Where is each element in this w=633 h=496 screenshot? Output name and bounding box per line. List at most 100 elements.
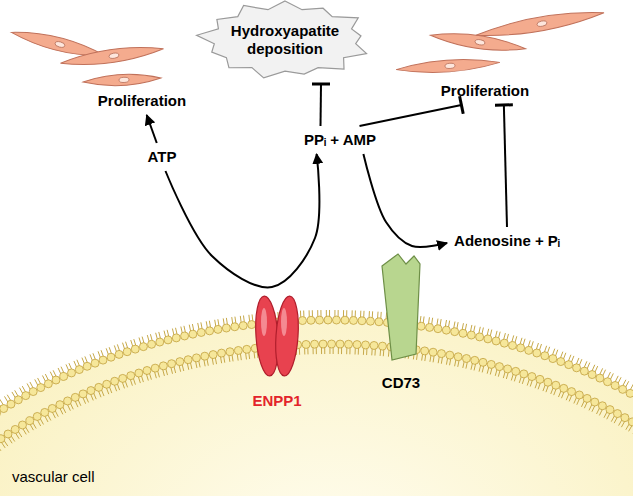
lipid-head — [573, 364, 581, 372]
lipid-head — [131, 345, 139, 353]
smooth-muscle-cell — [60, 42, 165, 69]
node-label: Adenosine + Pᵢ — [454, 232, 560, 250]
lipid-head — [588, 371, 596, 379]
lipid-head — [495, 363, 503, 371]
lipid-head — [421, 347, 429, 355]
lipid-head — [156, 338, 164, 346]
inhibition-line — [360, 105, 462, 126]
lipid-head — [115, 350, 123, 358]
lipid-head — [479, 358, 487, 366]
lipid-head — [353, 341, 361, 349]
lipid-head — [14, 396, 22, 404]
lipid-head — [484, 335, 492, 343]
node-title: CD73 — [382, 374, 420, 392]
lipid-head — [536, 375, 544, 383]
lipid-head — [429, 348, 437, 356]
cd73-protein: CD73 — [370, 250, 432, 392]
lipid-head — [500, 339, 508, 347]
metabolite-label: Adenosine + Pᵢ — [451, 231, 563, 251]
lipid-head — [302, 340, 310, 348]
metabolite-label: ATP — [145, 147, 180, 167]
lipid-head — [324, 316, 332, 324]
lipid-head — [123, 348, 131, 356]
lipid-head — [26, 417, 34, 425]
node-label: Proliferation — [98, 92, 186, 110]
lipid-head — [451, 328, 459, 336]
lipid-head — [575, 391, 583, 399]
lipid-head — [362, 341, 370, 349]
lipid-head — [83, 362, 91, 370]
cell-nucleus — [54, 41, 65, 48]
lipid-head — [7, 400, 15, 408]
lipid-head — [467, 331, 475, 339]
lipid-head — [454, 353, 462, 361]
lipid-head — [604, 378, 612, 386]
lipid-head — [209, 351, 217, 359]
cell-body — [475, 6, 605, 42]
cell-body — [83, 72, 161, 87]
lipid-head — [176, 358, 184, 366]
lipid-head — [434, 325, 442, 333]
lipid-head — [508, 341, 516, 349]
lipid-head — [349, 316, 357, 324]
lipid-head — [184, 356, 192, 364]
lipid-head — [437, 350, 445, 358]
lipid-head — [4, 430, 12, 438]
lipid-head — [239, 322, 247, 330]
cell-nucleus — [537, 20, 548, 27]
lipid-head — [341, 316, 349, 324]
lipid-head — [459, 329, 467, 337]
inhibition-line — [320, 84, 323, 126]
effect-label: Proliferation — [438, 81, 532, 101]
lipid-head — [332, 316, 340, 324]
lipid-head — [549, 355, 557, 363]
lipid-bilayer — [0, 310, 633, 453]
lipid-head — [520, 370, 528, 378]
lipid-head — [234, 346, 242, 354]
lipid-head — [442, 326, 450, 334]
activation-arrow — [147, 115, 157, 143]
lipid-head — [417, 322, 425, 330]
lipid-head — [37, 384, 45, 392]
lipid-leaflet — [0, 340, 633, 453]
lipid-head — [375, 318, 383, 326]
lipid-head — [544, 378, 552, 386]
lipid-head — [580, 367, 588, 375]
lipid-head — [446, 351, 454, 359]
starburst-outcome: Hydroxyapatite deposition — [195, 0, 375, 80]
lipid-head — [248, 321, 256, 329]
cd73-outline — [382, 254, 420, 360]
lipid-head — [591, 398, 599, 406]
lipid-head — [366, 317, 374, 325]
conversion-arrow — [165, 154, 319, 287]
lipid-head — [476, 333, 484, 341]
cell-nucleus — [119, 77, 129, 83]
lipid-head — [91, 359, 99, 367]
lipid-head — [426, 323, 434, 331]
lipid-head — [512, 367, 520, 375]
lipid-head — [172, 334, 180, 342]
lipid-head — [596, 374, 604, 382]
lipid-head — [370, 341, 378, 349]
lipid-head — [517, 344, 525, 352]
lipid-head — [583, 394, 591, 402]
protein-shape — [370, 250, 432, 362]
lipid-head — [75, 366, 83, 374]
lipid-head — [71, 393, 79, 401]
lipid-leaflet — [0, 310, 633, 417]
inhibition-line — [504, 105, 507, 227]
lipid-head — [127, 372, 135, 380]
lipid-head — [159, 362, 167, 370]
lipid-head — [378, 342, 386, 350]
lipid-head — [164, 336, 172, 344]
lipid-head — [107, 353, 115, 361]
lipid-head — [135, 369, 143, 377]
lipid-head — [358, 317, 366, 325]
node-title: Hydroxyapatite deposition — [220, 22, 350, 58]
lipid-head — [99, 356, 107, 364]
lipid-head — [336, 340, 344, 348]
lipid-head — [298, 317, 306, 325]
conversion-arrow — [363, 154, 447, 247]
lipid-head — [22, 392, 30, 400]
